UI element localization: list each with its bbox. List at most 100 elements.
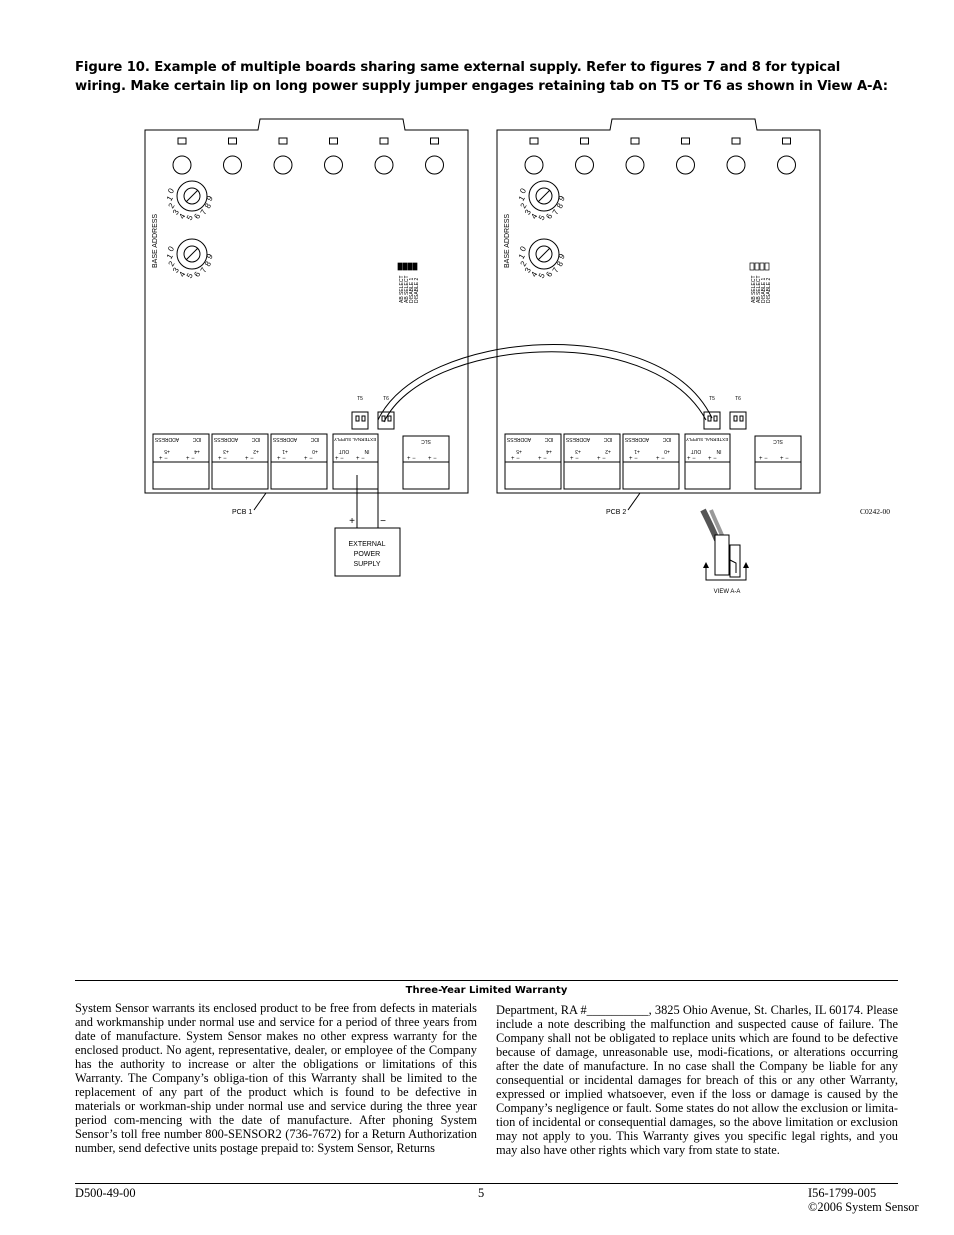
warranty-title: Three-Year Limited Warranty	[405, 985, 568, 996]
rotary-dial-inner	[535, 187, 553, 205]
external-supply-label: EXTERNAL SUPPLY	[334, 437, 376, 442]
view-aa-label: VIEW A-A	[714, 589, 741, 595]
dial-digit: 7	[199, 265, 209, 274]
dial-digit: 5	[185, 213, 195, 222]
view-connector	[714, 534, 730, 576]
polarity-label: + −	[245, 456, 254, 462]
dial-digit: 5	[537, 271, 547, 280]
dial-digit: 9	[205, 252, 215, 261]
dial-digit: 2	[167, 201, 177, 210]
dial-digit: 0	[518, 186, 528, 195]
dial-digit: 3	[523, 207, 533, 216]
round-terminal	[172, 155, 192, 175]
dip-switch-cell	[397, 262, 403, 271]
rotary-dial-outer	[176, 180, 208, 212]
base-address-label: BASE ADDRESS	[152, 214, 159, 268]
polarity-label: + −	[218, 456, 227, 462]
dip-label: AB SELECT	[756, 275, 762, 303]
t-pin	[355, 415, 360, 422]
led-indicator	[329, 137, 338, 145]
dip-label: DISABLE 2	[414, 277, 420, 303]
dial-digit: 3	[171, 207, 181, 216]
t-connector	[703, 411, 721, 430]
out-label: OUT	[691, 448, 702, 454]
dip-switch-cell	[407, 262, 413, 271]
t-pin	[361, 415, 366, 422]
out-label: OUT	[339, 448, 350, 454]
dip-label: AB SELECT	[751, 275, 757, 303]
footer-doc-number: I56-1799-005 ©2006 System Sensor	[808, 1186, 919, 1214]
address-label: ADDRESS	[154, 436, 179, 442]
idc-label: IDC	[544, 436, 553, 442]
pcb2-label: PCB 2	[606, 509, 626, 516]
channel-label: +3	[575, 448, 581, 454]
rotary-dial-inner	[183, 187, 201, 205]
t-connector	[351, 411, 369, 430]
rotary-dial-outer	[528, 180, 560, 212]
dial-digit: 9	[557, 194, 567, 203]
dial-digit: 8	[203, 201, 213, 210]
polarity-label: + −	[570, 456, 579, 462]
base-address-label: BASE ADDRESS	[504, 214, 511, 268]
t-pin	[713, 415, 718, 422]
figure-caption: Figure 10. Example of multiple boards sh…	[75, 60, 888, 94]
slc-label: SLC	[421, 438, 431, 444]
supply-label-line: EXTERNAL	[349, 541, 386, 548]
rotary-dial-outer	[176, 238, 208, 270]
dial-digit: 5	[185, 271, 195, 280]
t-connector-label: T6	[383, 396, 389, 402]
rotary-dial-inner	[535, 245, 553, 263]
dial-digit: 8	[203, 259, 213, 268]
led-indicator	[782, 137, 791, 145]
channel-label: +4	[546, 448, 552, 454]
round-terminal	[777, 155, 796, 175]
dial-digit: 0	[166, 244, 176, 253]
channel-label: +4	[194, 448, 200, 454]
channel-label: +3	[223, 448, 229, 454]
channel-label: +1	[634, 448, 640, 454]
dial-digit: 1	[165, 252, 175, 261]
idc-label: IDC	[310, 436, 319, 442]
polarity-label: + −	[629, 456, 638, 462]
polarity-label: + −	[708, 456, 717, 462]
dial-digit: 5	[537, 213, 547, 222]
address-label: ADDRESS	[272, 436, 297, 442]
pcb1-label: PCB 1	[232, 509, 252, 516]
rotary-dial-outer	[528, 238, 560, 270]
rotary-dial-slot	[185, 189, 199, 203]
rotary-dial-slot	[537, 189, 551, 203]
dial-digit: 6	[192, 270, 202, 279]
view-arrow-left	[703, 562, 709, 568]
doc-number: I56-1799-005	[808, 1186, 877, 1200]
channel-label: +0	[312, 448, 318, 454]
dip-label: AB SELECT	[399, 275, 405, 303]
page-number: 5	[478, 1186, 485, 1200]
round-terminal	[726, 155, 746, 175]
idc-label: IDC	[251, 436, 260, 442]
rotary-dial-inner	[183, 245, 201, 263]
round-terminal	[524, 155, 544, 175]
supply-label-line: POWER	[354, 551, 380, 558]
polarity-label: + −	[186, 456, 195, 462]
polarity-label: + −	[407, 456, 416, 462]
view-arrow-right	[743, 562, 749, 568]
dial-digit: 1	[517, 252, 527, 261]
dip-label: DISABLE 2	[766, 277, 772, 303]
led-indicator	[430, 137, 439, 145]
round-terminal	[575, 155, 594, 175]
in-label: IN	[716, 448, 721, 454]
copyright: ©2006 System Sensor	[808, 1200, 919, 1214]
slc-label: SLC	[773, 438, 783, 444]
dip-switch-cell	[759, 262, 765, 271]
dial-digit: 4	[177, 270, 187, 279]
led-indicator	[529, 137, 539, 145]
pcb-outline	[144, 118, 469, 494]
address-label: ADDRESS	[213, 436, 238, 442]
supply-plus-label: +	[349, 516, 355, 527]
t-connector	[377, 411, 395, 430]
polarity-label: + −	[759, 456, 768, 462]
dial-digit: 4	[529, 270, 539, 279]
dip-switch-cell	[764, 262, 770, 271]
